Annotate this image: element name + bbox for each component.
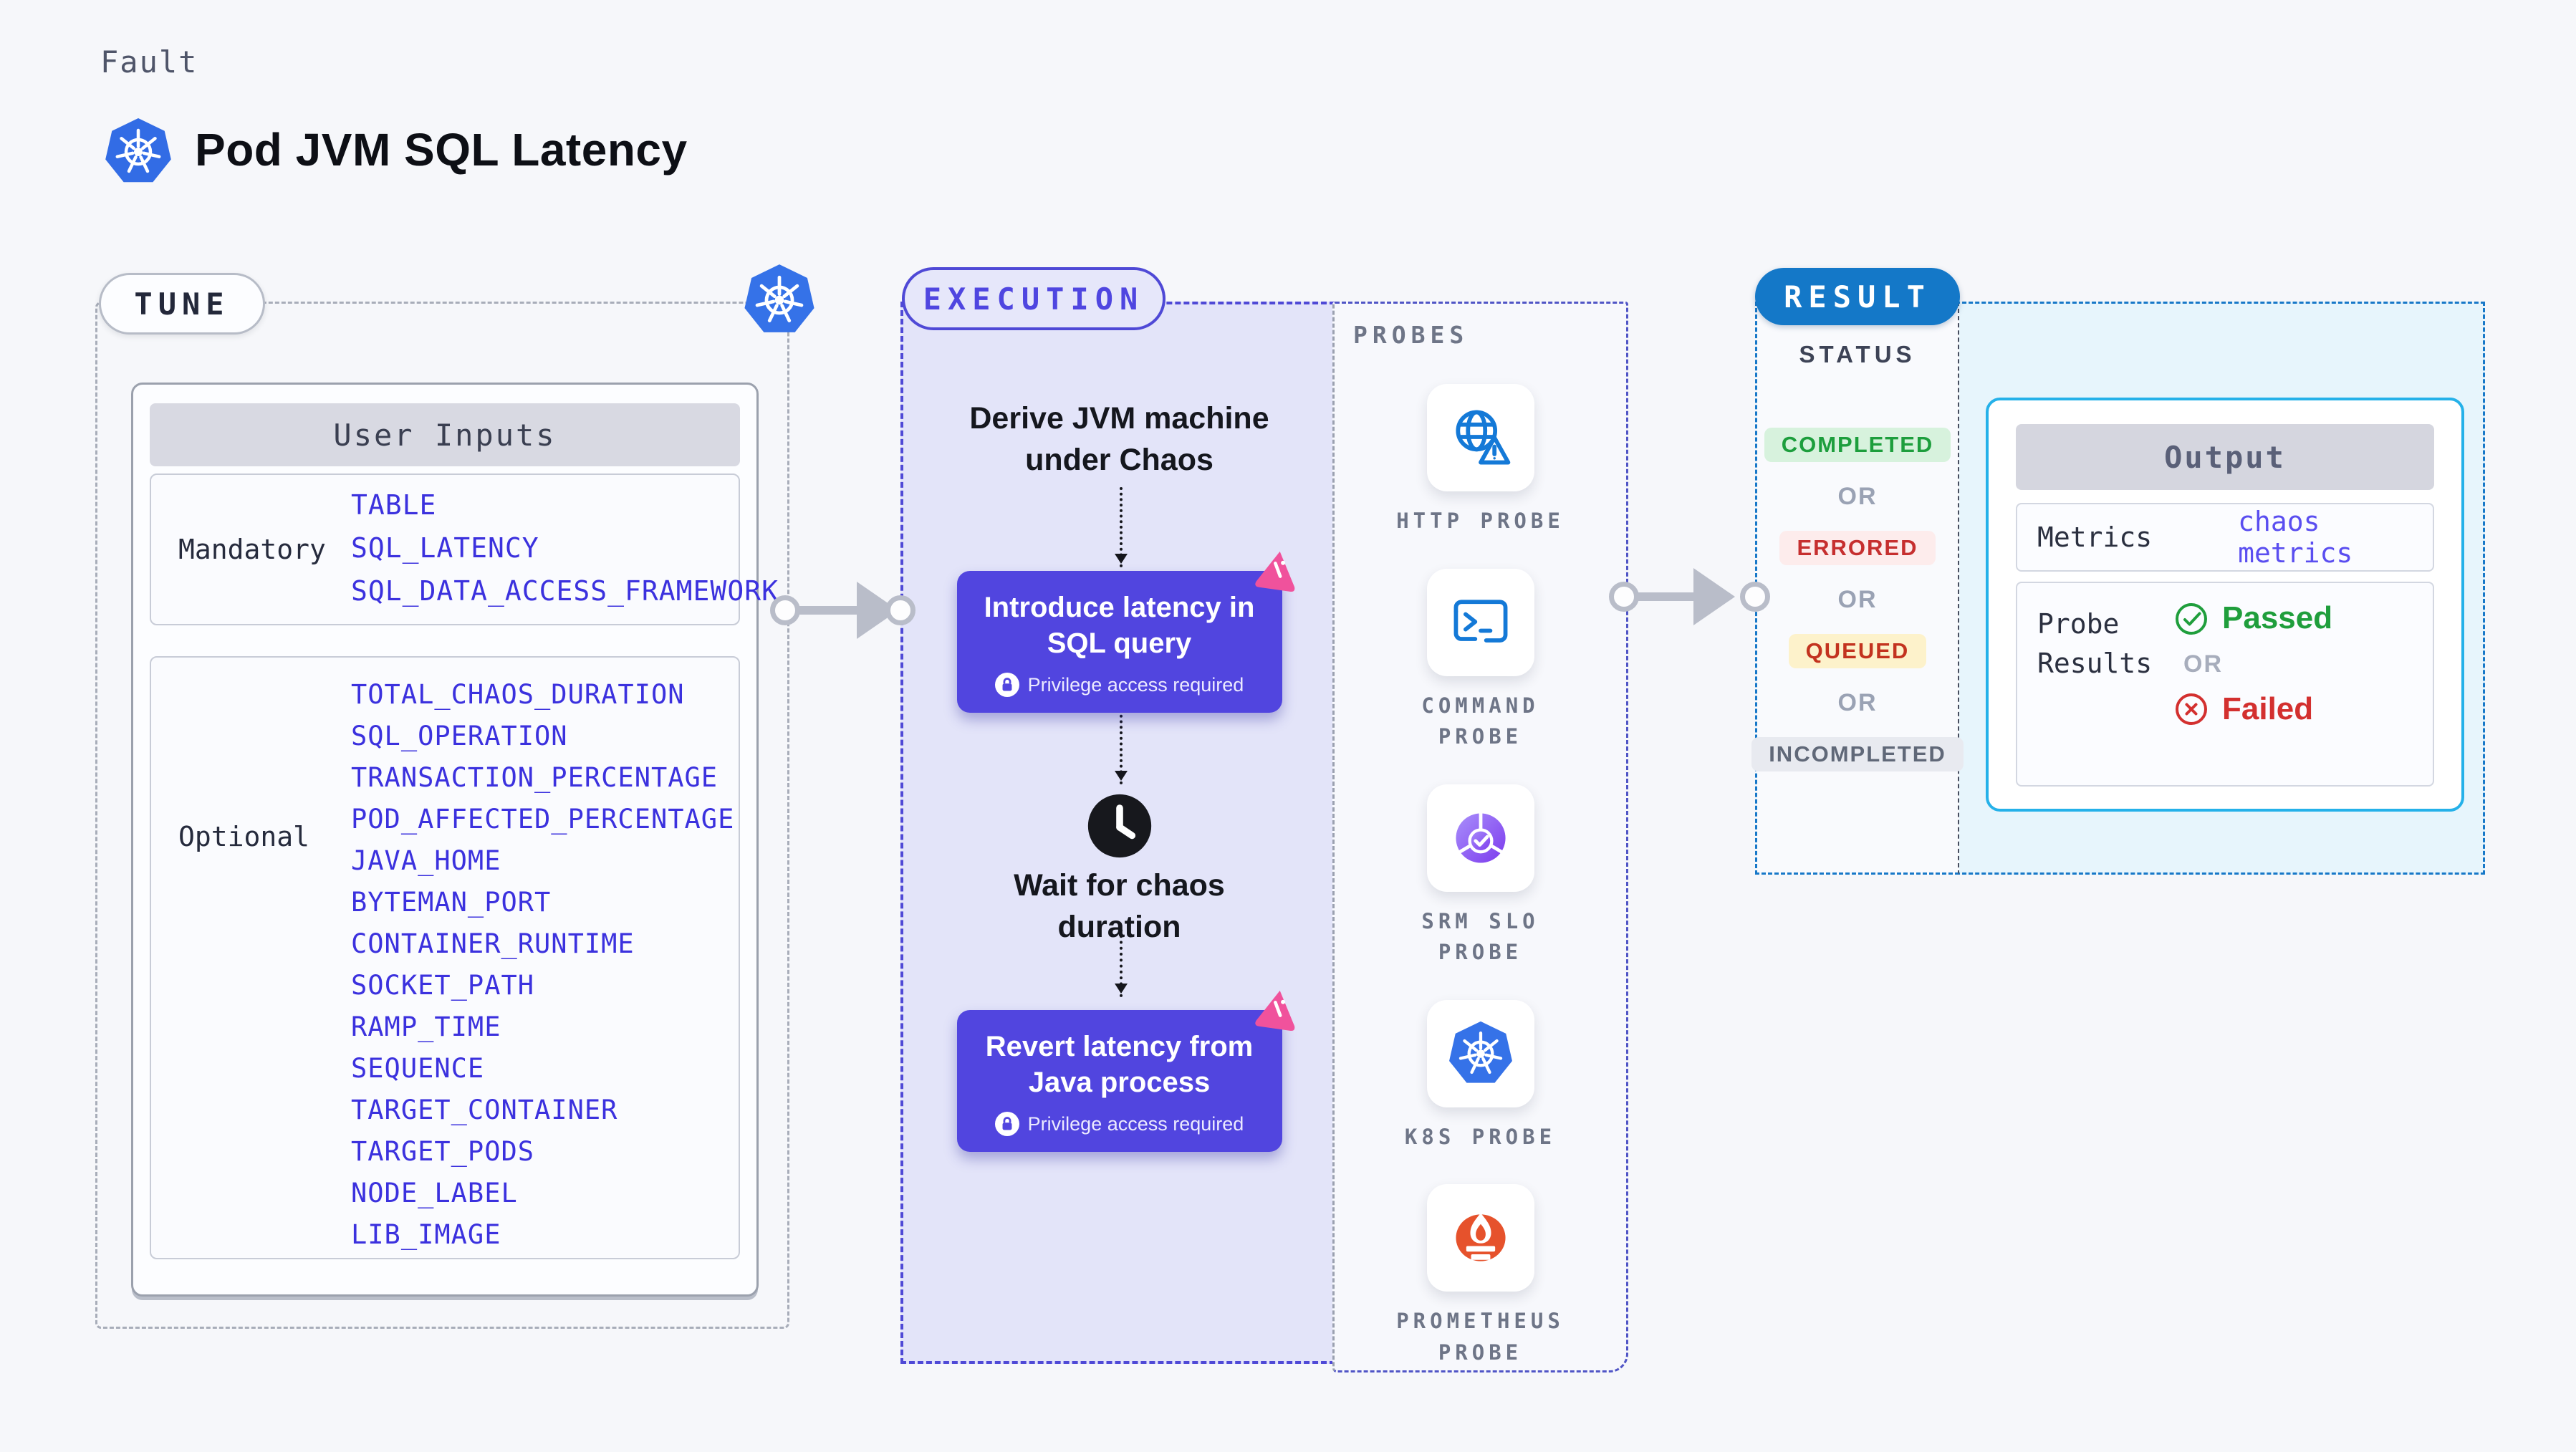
probes-title: PROBES — [1353, 321, 1469, 349]
or-separator: OR — [1837, 585, 1878, 613]
status-title: STATUS — [1799, 341, 1916, 367]
env-var: SQL_OPERATION — [351, 720, 568, 751]
env-var: TRANSACTION_PERCENTAGE — [351, 761, 719, 793]
probe-label: K8S PROBE — [1404, 1124, 1557, 1149]
result-status-region: STATUS COMPLETED OR ERRORED OR QUEUED OR… — [1751, 302, 1964, 875]
check-circle-icon — [2176, 603, 2207, 635]
env-var: TARGET_CONTAINER — [351, 1094, 618, 1125]
env-var: SOCKET_PATH — [351, 969, 535, 1001]
env-var: RAMP_TIME — [351, 1011, 501, 1042]
passed-label: Passed — [2222, 600, 2333, 635]
metrics-row: Metrics chaos metrics — [2016, 503, 2434, 572]
execution-pill: EXECUTION — [902, 267, 1166, 330]
env-var: TOTAL_CHAOS_DURATION — [351, 678, 685, 710]
tune-pill: TUNE — [99, 273, 265, 335]
litmus-chaos-icon — [1250, 544, 1304, 597]
output-card: Output Metrics chaos metrics Probe Resul… — [1986, 398, 2464, 812]
env-var: NODE_LABEL — [351, 1177, 518, 1208]
status-badge-incompleted: INCOMPLETED — [1751, 737, 1964, 771]
flow-arrow — [1114, 709, 1128, 784]
env-var: TARGET_PODS — [351, 1135, 535, 1167]
env-var: TABLE — [351, 489, 437, 521]
probe-results-row: Probe Results Passed OR Failed — [2016, 582, 2434, 787]
env-var: CONTAINER_RUNTIME — [351, 928, 635, 959]
x-circle-icon — [2176, 693, 2207, 725]
probe-label: SRM SLO PROBE — [1421, 908, 1539, 965]
probe-item-http: HTTP PROBE — [1391, 384, 1570, 537]
prometheus-icon — [1426, 1184, 1534, 1292]
probe-item-prometheus: PROMETHEUS PROBE — [1391, 1184, 1570, 1368]
user-inputs-card: User Inputs Mandatory TABLE SQL_LATENCY … — [131, 383, 778, 1297]
clock-icon — [1085, 792, 1154, 860]
slo-gauge-icon — [1426, 784, 1534, 892]
user-inputs-header: User Inputs — [150, 403, 740, 466]
page-title: Pod JVM SQL Latency — [195, 124, 688, 176]
probe-label: PROMETHEUS PROBE — [1396, 1309, 1565, 1365]
introduce-latency-node: Introduce latency in SQL query Privilege… — [956, 551, 1294, 713]
terminal-icon — [1426, 568, 1534, 676]
probe-item-k8s: K8S PROBE — [1391, 999, 1570, 1153]
lock-icon — [994, 673, 1019, 697]
execution-panel: Derive JVM machine under Chaos Introduce… — [900, 302, 1335, 1364]
env-var: SQL_LATENCY — [351, 532, 539, 564]
kubernetes-icon — [741, 262, 817, 338]
optional-label: Optional — [178, 821, 310, 852]
result-pill: RESULT — [1755, 268, 1960, 325]
mandatory-env-list: TABLE SQL_LATENCY SQL_DATA_ACCESS_FRAMEW… — [351, 484, 779, 612]
status-badge-errored: ERRORED — [1779, 531, 1936, 565]
status-badge-queued: QUEUED — [1788, 634, 1927, 668]
env-var: POD_AFFECTED_PERCENTAGE — [351, 803, 735, 835]
probe-label: COMMAND PROBE — [1421, 693, 1539, 749]
env-var: BYTEMAN_PORT — [351, 886, 552, 918]
probe-item-srm-slo: SRM SLO PROBE — [1391, 784, 1570, 968]
litmus-chaos-icon — [1250, 983, 1304, 1037]
probes-panel: PROBES HTTP PROBE COMMAND PROBE SRM SLO … — [1332, 302, 1628, 1372]
env-var: JAVA_HOME — [351, 845, 501, 876]
failed-label: Failed — [2222, 691, 2314, 726]
probes-list: HTTP PROBE COMMAND PROBE SRM SLO PROBE K… — [1335, 384, 1626, 1368]
wait-step: Wait for chaos duration — [1014, 868, 1225, 945]
mandatory-label: Mandatory — [178, 534, 326, 565]
probe-results-label: Probe Results — [2037, 608, 2153, 680]
passed-result: Passed — [2173, 600, 2410, 636]
mandatory-inputs-row: Mandatory TABLE SQL_LATENCY SQL_DATA_ACC… — [150, 473, 778, 625]
output-header: Output — [2016, 424, 2434, 490]
metrics-label: Metrics — [2037, 521, 2153, 553]
or-separator: OR — [2183, 650, 2223, 678]
probe-label: HTTP PROBE — [1396, 509, 1565, 533]
revert-latency-label: Revert latency from Java process — [985, 1031, 1254, 1098]
probe-item-command: COMMAND PROBE — [1391, 568, 1570, 753]
or-separator: OR — [1837, 482, 1878, 510]
or-separator: OR — [1837, 688, 1878, 716]
flow-arrow — [1114, 929, 1128, 997]
privilege-note: Privilege access required — [1027, 673, 1244, 696]
revert-latency-node: Revert latency from Java process Privile… — [956, 990, 1294, 1152]
globe-alert-icon — [1426, 384, 1534, 491]
failed-result: Failed — [2173, 691, 2410, 727]
optional-env-list: TOTAL_CHAOS_DURATION SQL_OPERATION TRANS… — [351, 673, 734, 1255]
kubernetes-icon — [1426, 999, 1534, 1107]
derive-jvm-step: Derive JVM machine under Chaos — [969, 401, 1269, 478]
privilege-note: Privilege access required — [1027, 1112, 1244, 1135]
fault-eyebrow: Fault — [100, 44, 198, 80]
env-var: SQL_DATA_ACCESS_FRAMEWORK — [351, 575, 779, 607]
flow-arrow — [1114, 487, 1128, 567]
status-badge-completed: COMPLETED — [1764, 428, 1951, 462]
tune-region — [95, 302, 789, 1329]
metrics-value: chaos metrics — [2238, 506, 2353, 569]
kubernetes-icon — [102, 116, 174, 188]
env-var: LIB_IMAGE — [351, 1218, 501, 1250]
optional-inputs-row: Optional TOTAL_CHAOS_DURATION SQL_OPERAT… — [150, 656, 740, 1259]
lock-icon — [994, 1112, 1019, 1136]
env-var: SEQUENCE — [351, 1052, 485, 1084]
introduce-latency-label: Introduce latency in SQL query — [984, 592, 1255, 659]
